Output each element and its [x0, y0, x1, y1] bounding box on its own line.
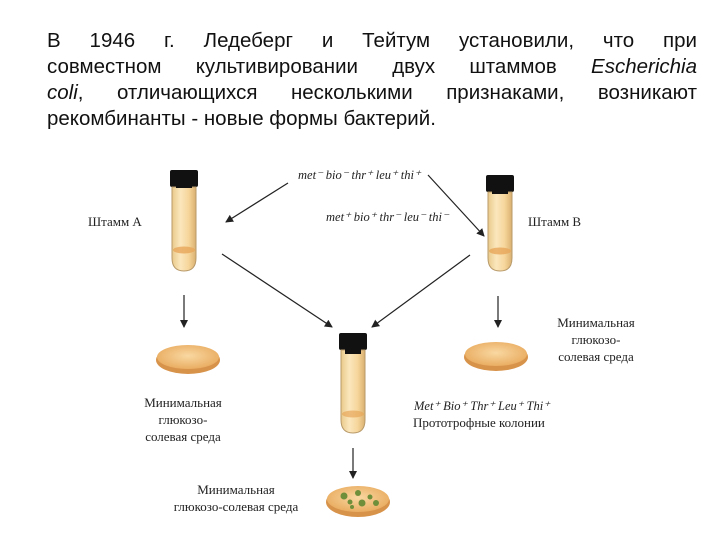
colony: [350, 505, 354, 509]
medium-label-bottom: Минимальная глюкозо-солевая среда: [174, 482, 299, 514]
petri-dish-left: [156, 345, 220, 374]
test-tube-strain-b: [486, 175, 514, 272]
intro-text: совместном культивировании двух штаммов: [47, 55, 592, 78]
medium-label-line: Минимальная: [197, 482, 275, 497]
prototroph-colonies-label: Прототрофные колонии: [413, 415, 545, 430]
petri-dish-bottom: [326, 486, 390, 517]
tube-label-band: [345, 345, 361, 354]
intro-paragraph: В 1946 г. Ледеберг и Тейтум установили, …: [47, 28, 697, 132]
arrow-strain-b-to-mix: [371, 254, 471, 328]
prototroph-colonies: [340, 490, 379, 509]
medium-label-line: Минимальная: [557, 315, 635, 330]
tube-label-band: [176, 180, 192, 188]
medium-label-line: глюкозо-: [572, 332, 621, 347]
arrow-strain-a-to-mix: [221, 253, 333, 328]
colony: [367, 494, 373, 500]
arrow-genotype-to-strain-a: [225, 182, 289, 223]
strain-b-label: Штамм В: [528, 214, 581, 229]
intro-line-1: В 1946 г. Ледеберг и Тейтум установили, …: [47, 29, 697, 52]
strain-a-label: Штамм А: [88, 214, 142, 229]
medium-label-line: глюкозо-: [159, 412, 208, 427]
medium-label-line: солевая среда: [558, 349, 634, 364]
species-name: coli: [47, 81, 78, 104]
recombinant-genotype: Met⁺ Bio⁺ Thr⁺ Leu⁺ Thi⁺: [413, 399, 551, 413]
dish-medium: [157, 345, 219, 369]
dish-medium: [327, 486, 389, 512]
intro-line-2: совместном культивировании двух штаммов …: [47, 54, 697, 80]
tube-body: [340, 349, 366, 434]
colony: [340, 492, 348, 500]
intro-line-4: рекомбинанты - новые формы бактерий.: [47, 107, 436, 130]
colony: [358, 499, 366, 507]
medium-label-line: глюкозо-солевая среда: [174, 499, 299, 514]
tube-sediment: [342, 410, 364, 418]
arrow-genotype-to-strain-b: [427, 174, 485, 237]
colony: [373, 500, 379, 506]
tube-label-band: [492, 186, 508, 194]
test-tube-mixed: [339, 333, 367, 434]
intro-text: , отличающихся несколькими признаками, в…: [77, 81, 697, 104]
medium-label-right: Минимальная глюкозо- солевая среда: [557, 315, 635, 364]
tube-body: [171, 186, 197, 272]
tube-sediment: [173, 246, 195, 254]
test-tube-strain-a: [170, 170, 198, 272]
medium-label-left: Минимальная глюкозо- солевая среда: [144, 395, 222, 444]
genotype-strain-a: met⁻ bio⁻ thr⁺ leu⁺ thi⁺: [298, 168, 422, 182]
tube-body: [487, 191, 513, 272]
medium-label-line: Минимальная: [144, 395, 222, 410]
medium-label-line: солевая среда: [145, 429, 221, 444]
colony: [347, 499, 353, 505]
petri-dish-right: [464, 342, 528, 371]
dish-medium: [465, 342, 527, 366]
colony: [355, 490, 361, 496]
tube-sediment: [489, 247, 511, 255]
intro-line-3: coli, отличающихся несколькими признакам…: [47, 80, 697, 106]
genotype-strain-b: met⁺ bio⁺ thr⁻ leu⁻ thi⁻: [326, 210, 450, 224]
species-name: Escherichia: [591, 55, 697, 78]
